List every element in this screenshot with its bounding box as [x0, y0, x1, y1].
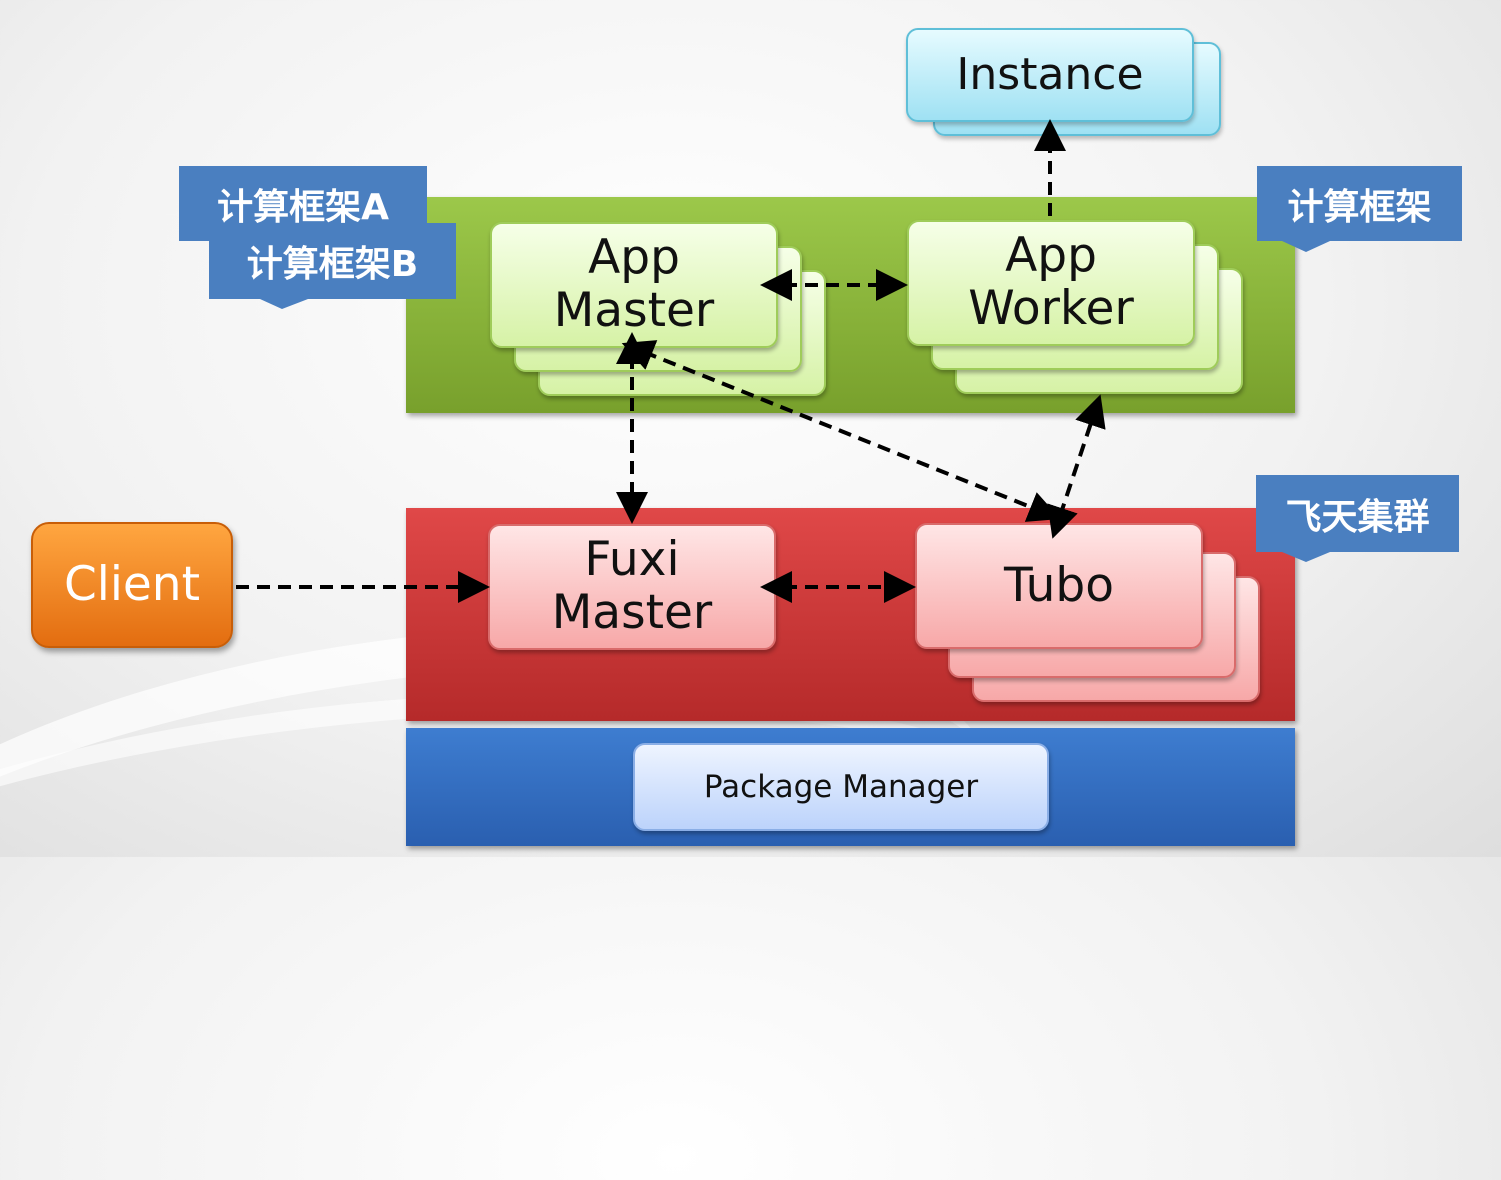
client-box: Client — [31, 522, 233, 648]
framework-label-pointer — [1282, 241, 1330, 252]
cluster-label-pointer — [1282, 552, 1330, 562]
instance-box: Instance — [906, 28, 1194, 122]
framework-label: 计算框架 — [1257, 166, 1462, 241]
instance-label: Instance — [956, 49, 1144, 101]
client-label: Client — [63, 556, 201, 612]
arrow-tubo-worker — [1047, 394, 1106, 539]
cluster-label: 飞天集群 — [1256, 475, 1459, 552]
connection-arrows — [236, 119, 1330, 603]
package-manager-label: Package Manager — [703, 768, 979, 805]
arrow-appmaster-tubo — [621, 340, 1061, 522]
framework-b-label: 计算框架B — [209, 223, 456, 299]
tubo-label: Tubo — [1004, 557, 1114, 613]
framework-b-label-pointer — [260, 299, 308, 309]
tubo-box: Tubo — [915, 523, 1203, 649]
package-manager-box: Package Manager — [633, 743, 1049, 831]
